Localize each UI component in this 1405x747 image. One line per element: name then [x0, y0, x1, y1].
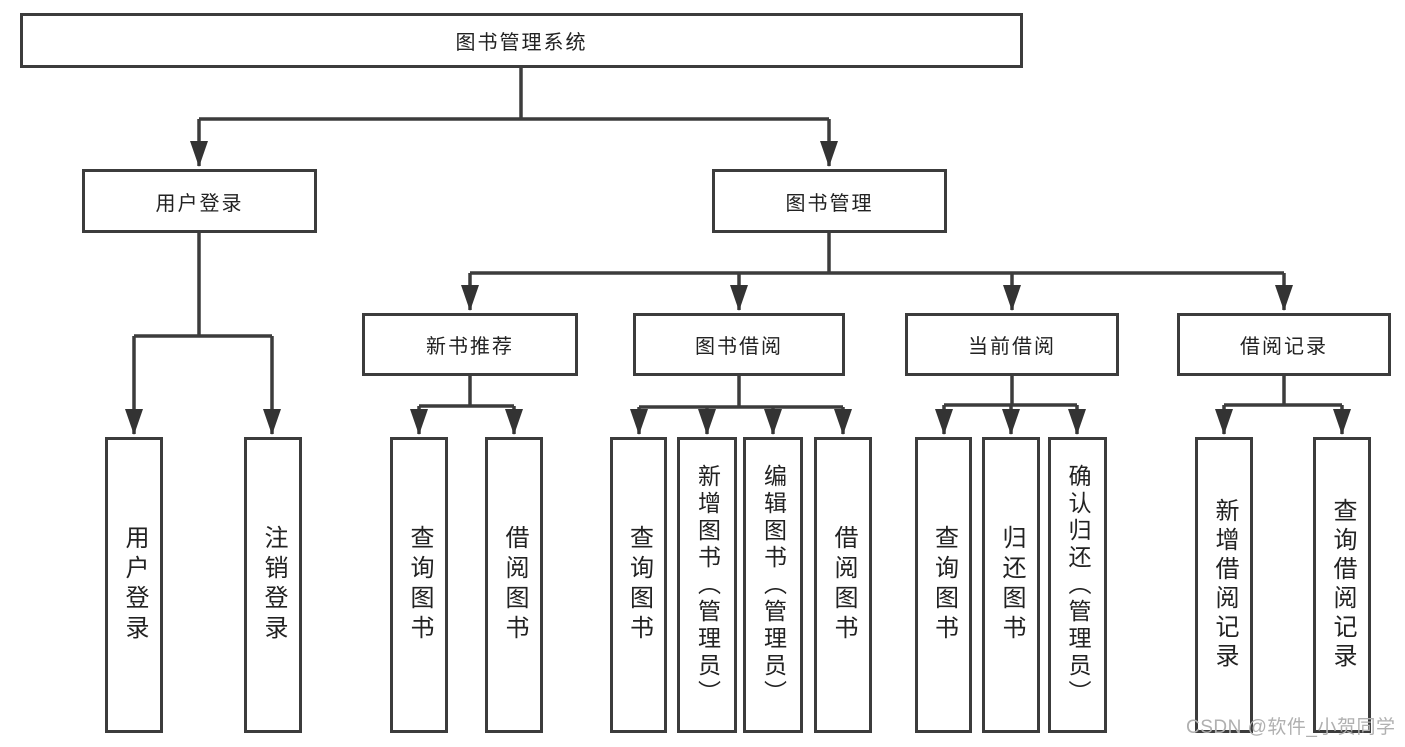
leaf-add-borrow-record: 新增借阅记录 [1195, 437, 1253, 733]
node-root: 图书管理系统 [20, 13, 1023, 68]
leaf-borrow-book-1: 借阅图书 [485, 437, 543, 733]
node-current-borrow: 当前借阅 [905, 313, 1119, 376]
node-user-login: 用户登录 [82, 169, 317, 233]
leaf-query-book-3: 查询图书 [915, 437, 972, 733]
leaf-query-book-1: 查询图书 [390, 437, 448, 733]
leaf-logout-label: 注销登录 [260, 525, 287, 645]
leaf-borrow-book-2-label: 借阅图书 [830, 525, 857, 645]
watermark-text: CSDN @软件_小贺同学 [1186, 717, 1396, 738]
leaf-add-borrow-record-label: 新增借阅记录 [1211, 498, 1238, 672]
leaf-return-book: 归还图书 [982, 437, 1040, 733]
node-book-borrow: 图书借阅 [633, 313, 845, 376]
leaf-query-book-2: 查询图书 [610, 437, 667, 733]
leaf-logout: 注销登录 [244, 437, 302, 733]
node-book-management: 图书管理 [712, 169, 947, 233]
leaf-confirm-return-admin: 确认归还（管理员） [1048, 437, 1107, 733]
leaf-borrow-book-2: 借阅图书 [814, 437, 872, 733]
leaf-borrow-book-1-label: 借阅图书 [501, 525, 528, 645]
leaf-query-book-3-label: 查询图书 [930, 525, 958, 645]
leaf-query-book-2-label: 查询图书 [625, 525, 653, 645]
leaf-query-book-1-label: 查询图书 [406, 525, 433, 645]
leaf-query-borrow-record-label: 查询借阅记录 [1329, 498, 1356, 672]
node-new-book-recommend: 新书推荐 [362, 313, 578, 376]
leaf-add-book-admin-label: 新增图书（管理员） [694, 463, 721, 707]
leaf-query-borrow-record: 查询借阅记录 [1313, 437, 1371, 733]
leaf-return-book-label: 归还图书 [998, 525, 1025, 645]
leaf-edit-book-admin: 编辑图书（管理员） [743, 437, 803, 733]
leaf-add-book-admin: 新增图书（管理员） [677, 437, 737, 733]
leaf-user-login: 用户登录 [105, 437, 163, 733]
node-borrow-records: 借阅记录 [1177, 313, 1391, 376]
leaf-confirm-return-admin-label: 确认归还（管理员） [1065, 463, 1091, 707]
leaf-user-login-label: 用户登录 [121, 525, 148, 645]
leaf-edit-book-admin-label: 编辑图书（管理员） [760, 463, 787, 707]
